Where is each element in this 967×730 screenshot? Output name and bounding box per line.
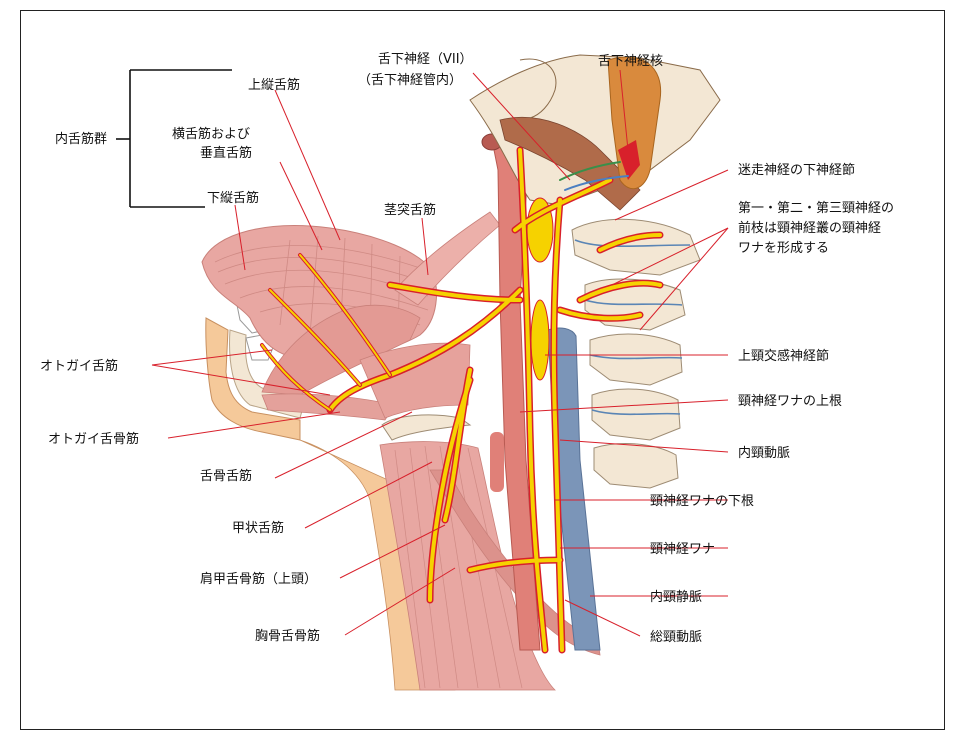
label-cervical-rami-2: 前枝は頸神経叢の頸神経 — [738, 220, 881, 236]
label-hypoglossal-nucleus: 舌下神経核 — [598, 54, 663, 69]
label-ansa-superior-root: 頸神経ワナの上根 — [738, 394, 842, 409]
label-ansa-inferior-root: 頸神経ワナの下根 — [650, 494, 754, 509]
label-inferior-longitudinal: 下縦舌筋 — [207, 190, 259, 206]
external-carotid-stub — [490, 432, 504, 492]
label-superior-cervical-ganglion: 上頸交感神経節 — [738, 348, 829, 364]
label-styloglossus: 茎突舌筋 — [384, 202, 436, 218]
cervical-vertebrae — [572, 219, 700, 488]
label-transverse-vertical-1: 横舌筋および — [172, 126, 250, 142]
label-sternohyoid: 胸骨舌骨筋 — [255, 628, 320, 644]
label-cervical-rami-1: 第一・第二・第三頸神経の — [738, 201, 894, 216]
label-geniohyoid: オトガイ舌骨筋 — [48, 431, 139, 447]
label-transverse-vertical-2: 垂直舌筋 — [200, 145, 252, 161]
label-vagus-inferior-ganglion: 迷走神経の下神経節 — [738, 163, 855, 178]
label-cervical-rami-3: ワナを形成する — [738, 241, 829, 256]
label-internal-group: 内舌筋群 — [55, 131, 107, 147]
label-internal-carotid: 内頸動脈 — [738, 445, 790, 461]
label-omohyoid: 肩甲舌骨筋（上頭） — [200, 571, 317, 587]
label-common-carotid: 総頸動脈 — [650, 630, 702, 645]
label-genioglossus: オトガイ舌筋 — [40, 358, 118, 374]
label-thyrohyoid: 甲状舌筋 — [232, 520, 284, 536]
label-superior-longitudinal: 上縦舌筋 — [248, 77, 300, 93]
hypoglossal-nerve-diagram: 内舌筋群 上縦舌筋 横舌筋および 垂直舌筋 下縦舌筋 茎突舌筋 舌下神経（VII… — [0, 0, 967, 710]
label-ansa-cervicalis: 頸神経ワナ — [650, 542, 715, 557]
label-hypoglossal-nerve-2: （舌下神経管内） — [358, 72, 462, 88]
label-internal-jugular: 内頸静脈 — [650, 589, 702, 605]
label-hyoglossus: 舌骨舌筋 — [200, 468, 252, 484]
label-hypoglossal-nerve-1: 舌下神経（VII） — [378, 52, 473, 67]
anatomy-illustration — [202, 55, 720, 690]
superior-cervical-ganglion-body — [531, 300, 549, 380]
